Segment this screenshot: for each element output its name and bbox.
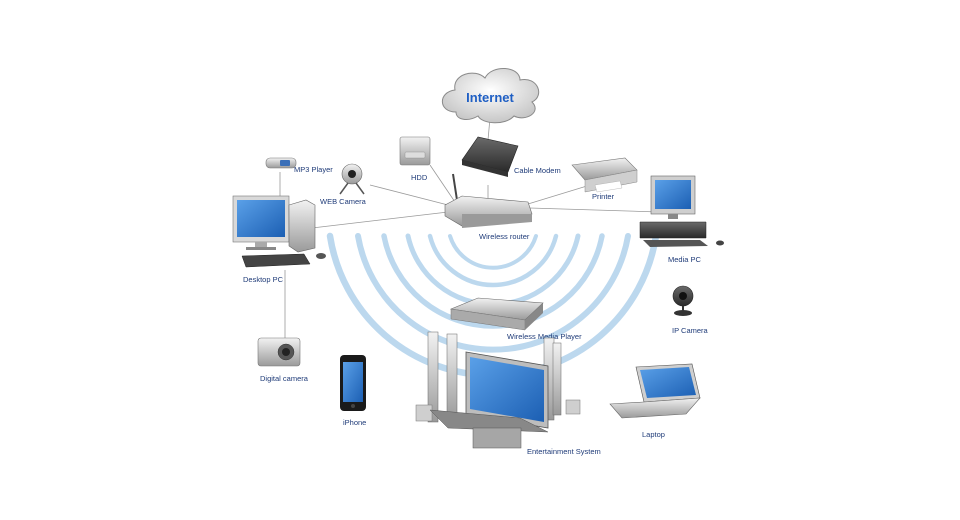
desktop-pc (232, 195, 326, 268)
entertainment-system-label: Entertainment System (527, 447, 601, 456)
internet-label: Internet (466, 90, 514, 105)
internet-cloud: Internet (441, 68, 540, 124)
printer (571, 157, 638, 193)
digital-camera (257, 337, 301, 367)
wireless-media-player-label: Wireless Media Player (507, 332, 582, 341)
wireless-router (444, 173, 533, 228)
media-pc-label: Media PC (668, 255, 702, 264)
media-pc (639, 175, 724, 247)
wireless-router-label: Wireless router (479, 232, 530, 241)
laptop-label: Laptop (642, 430, 665, 439)
desktop-pc-label: Desktop PC (243, 275, 284, 284)
iphone (340, 355, 366, 411)
hdd-label: HDD (411, 173, 428, 182)
hdd-device (399, 136, 431, 166)
cable-modem (461, 136, 519, 177)
wireless-media-player (449, 297, 544, 331)
entertainment-system (415, 331, 581, 449)
laptop (609, 363, 701, 419)
web-camera-label: WEB Camera (320, 197, 367, 206)
cable-modem-label: Cable Modem (514, 166, 561, 175)
ip-camera (672, 285, 694, 316)
mp3-player-label: MP3 Player (294, 165, 333, 174)
printer-label: Printer (592, 192, 615, 201)
web-camera (339, 163, 365, 195)
digital-camera-label: Digital camera (260, 374, 309, 383)
mp3-player (265, 157, 297, 169)
iphone-label: iPhone (343, 418, 366, 427)
ip-camera-label: IP Camera (672, 326, 709, 335)
